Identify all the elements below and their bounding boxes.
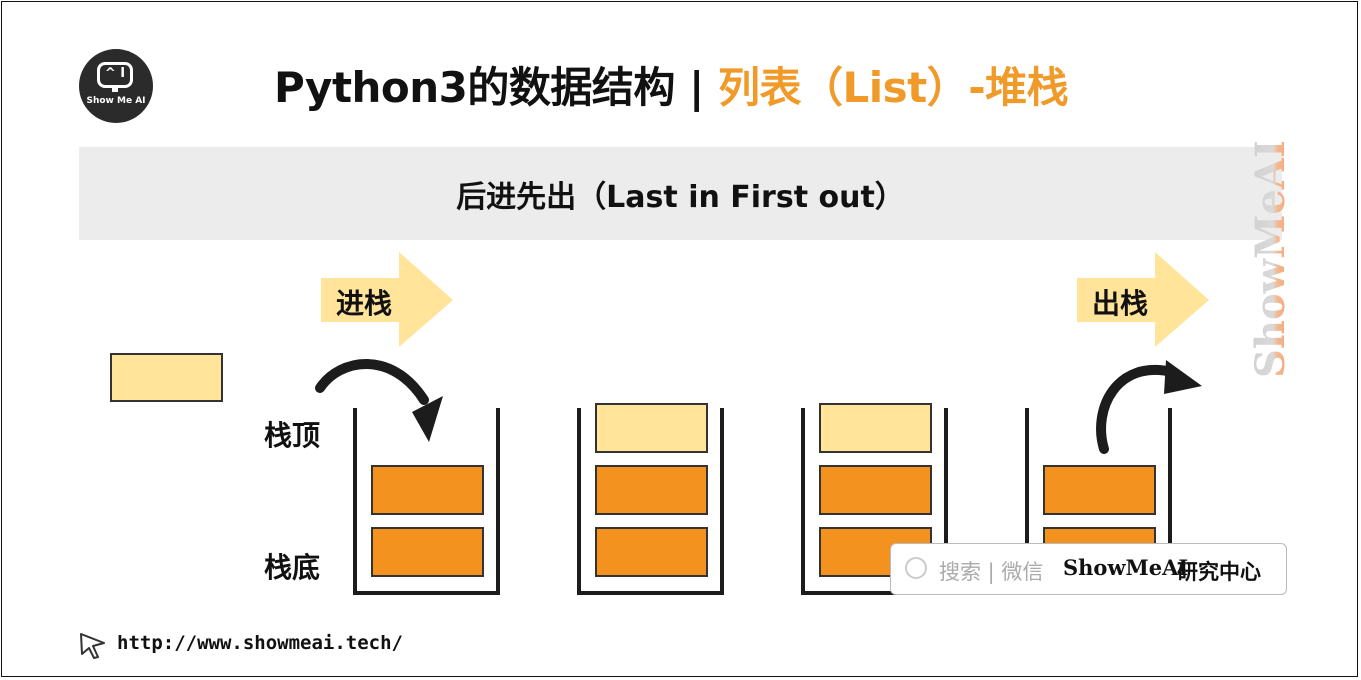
cursor-icon — [80, 633, 105, 659]
title-highlight: 列表（List）-堆栈 — [717, 63, 1069, 112]
stack-element — [1043, 465, 1156, 515]
pop-curve-arrow — [1096, 360, 1202, 454]
stack-bottom-label: 栈底 — [264, 551, 321, 584]
stack-element — [819, 465, 932, 515]
page-title: Python3的数据结构 | 列表（List）-堆栈 — [274, 54, 1069, 115]
push-arrow — [321, 252, 453, 347]
stack-top-label: 栈顶 — [264, 419, 321, 452]
search-hint: 搜索 | 微信 — [939, 560, 1044, 584]
incoming-element — [110, 353, 223, 402]
pop-arrow — [1077, 252, 1209, 347]
website-link[interactable]: http://www.showmeai.tech/ — [117, 632, 403, 654]
stack-1 — [353, 408, 500, 595]
robot-icon: ^ I — [97, 62, 133, 88]
title-main: Python3的数据结构 | — [274, 63, 718, 112]
stack-3 — [801, 403, 948, 595]
subtitle-banner: 后进先出（Last in First out） — [79, 147, 1282, 240]
stack-element — [595, 527, 708, 577]
stack-element — [371, 527, 484, 577]
showmeai-logo: ^ I Show Me AI — [79, 49, 153, 123]
push-label: 进栈 — [336, 287, 393, 320]
search-icon — [905, 557, 927, 579]
stack-2 — [577, 403, 724, 595]
stack-element — [595, 465, 708, 515]
stack-element-new — [595, 403, 708, 453]
search-brand: ShowMeAI — [1063, 555, 1189, 580]
search-suffix: 研究中心 — [1177, 560, 1261, 584]
logo-text: Show Me AI — [86, 96, 146, 106]
stack-element — [371, 465, 484, 515]
showmeai-watermark: ShowMeAI — [1248, 142, 1294, 378]
push-curve-arrow — [315, 359, 443, 442]
banner-text: 后进先出（Last in First out） — [456, 180, 905, 215]
pop-label: 出栈 — [1092, 287, 1149, 320]
stack-element-top — [819, 403, 932, 453]
watermark-text: ShowMeAI — [1248, 142, 1294, 378]
wechat-search-badge[interactable]: 搜索 | 微信 ShowMeAI 研究中心 — [890, 543, 1287, 595]
